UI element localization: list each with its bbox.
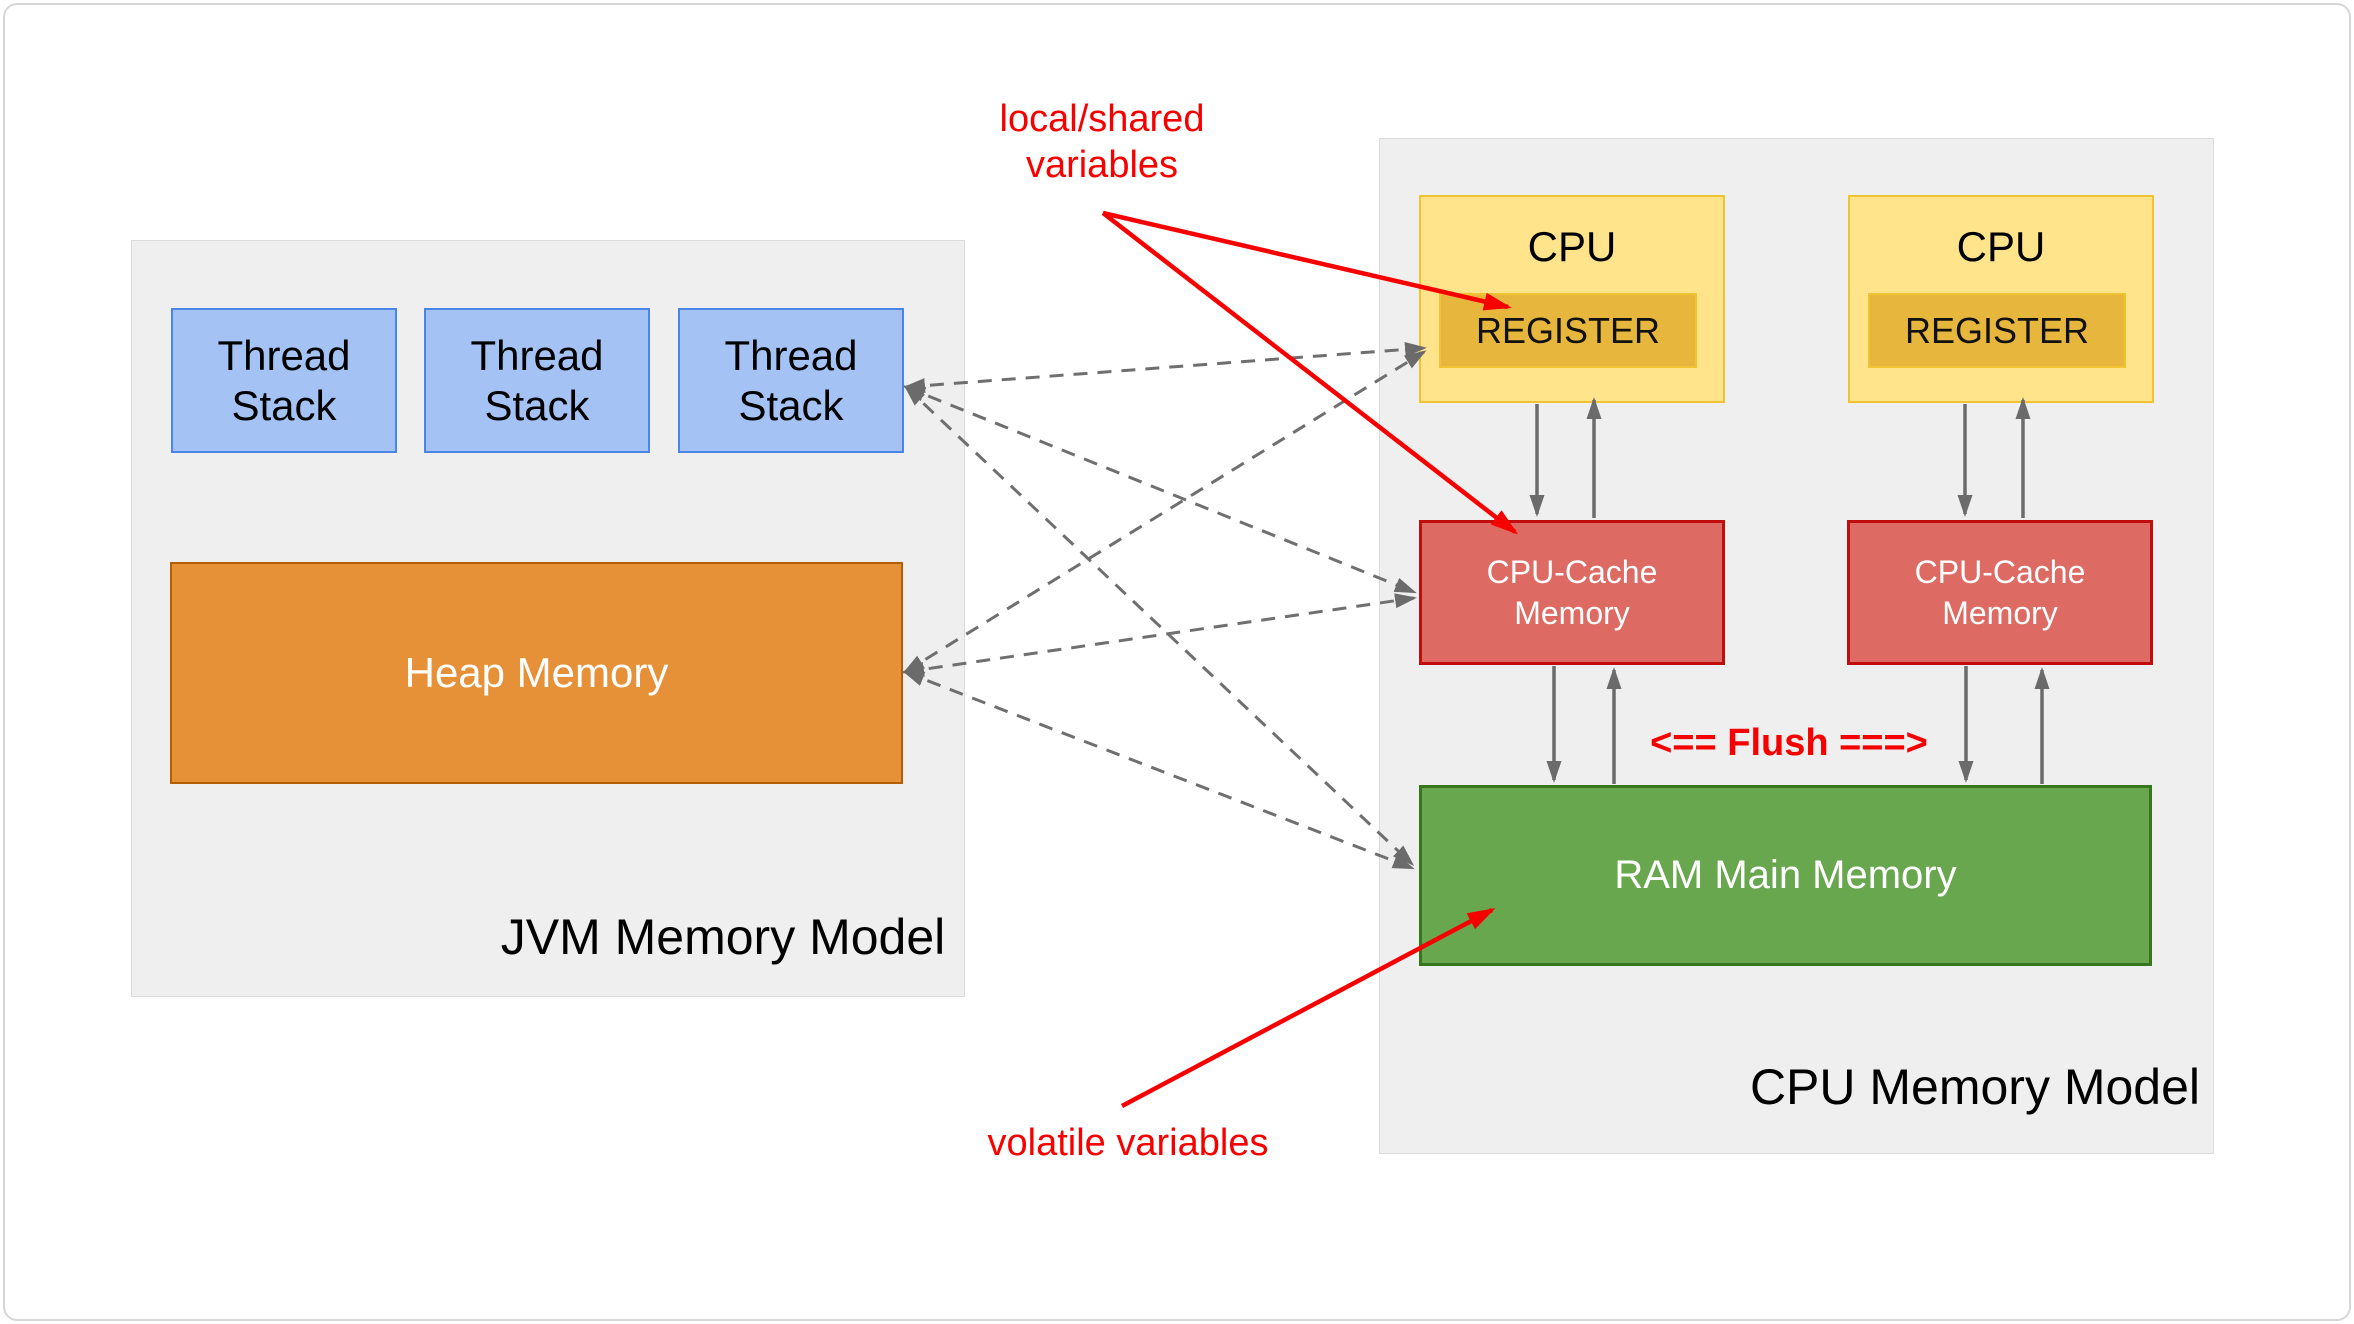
register-box-1: REGISTER — [1439, 293, 1697, 368]
thread-stack-box-1: Thread Stack — [171, 308, 397, 453]
cpu-label: CPU — [1527, 223, 1617, 270]
jvm-panel-title: JVM Memory Model — [500, 909, 946, 965]
cpu-cache-box-1: CPU-Cache Memory — [1419, 520, 1725, 665]
thread-stack-box-3: Thread Stack — [678, 308, 904, 453]
cpu-label: CPU — [1956, 223, 2046, 270]
cpu-cache-label: CPU-Cache Memory — [1486, 553, 1658, 631]
dashed-arrow-thread-ram — [903, 384, 1415, 867]
heap-memory-box: Heap Memory — [170, 562, 903, 784]
register-label: REGISTER — [1475, 309, 1661, 351]
ram-label: RAM Main Memory — [1614, 853, 1957, 897]
dashed-arrow-thread-cache — [903, 385, 1417, 594]
volatile-variables-label: volatile variables — [987, 1122, 1269, 1164]
ram-main-memory-box: RAM Main Memory — [1419, 785, 2152, 966]
dashed-arrow-heap-cache — [902, 593, 1417, 677]
register-box-2: REGISTER — [1868, 293, 2126, 368]
heap-memory-label: Heap Memory — [404, 649, 669, 696]
register-label: REGISTER — [1904, 309, 2090, 351]
flush-label: <== Flush ===> — [1650, 722, 1928, 764]
dashed-arrow-thread-register — [903, 341, 1427, 394]
dashed-arrow-heap-register — [902, 350, 1427, 674]
thread-stack-label: Thread Stack — [724, 331, 858, 429]
cpu-cache-box-2: CPU-Cache Memory — [1847, 520, 2153, 665]
cpu-cache-label: CPU-Cache Memory — [1914, 553, 2086, 631]
local-shared-variables-label: local/shared variables — [999, 98, 1205, 186]
cpu-panel-title: CPU Memory Model — [1749, 1059, 2201, 1115]
thread-stack-label: Thread Stack — [217, 331, 351, 429]
thread-stack-label: Thread Stack — [470, 331, 604, 429]
thread-stack-box-2: Thread Stack — [424, 308, 650, 453]
dashed-arrow-heap-ram — [902, 670, 1415, 870]
